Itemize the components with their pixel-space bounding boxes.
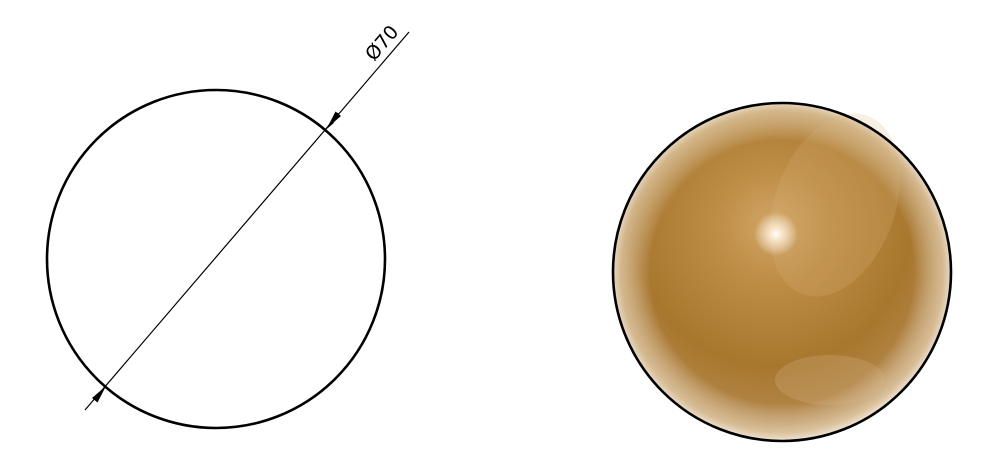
sphere-view [611, 101, 953, 443]
sphere-highlight [754, 212, 798, 256]
sphere-lower-reflection [775, 355, 885, 405]
circle-view: Ø70 [45, 21, 410, 430]
sphere-outline [611, 101, 953, 443]
diameter-dimension-line [84, 31, 410, 411]
diameter-label: Ø70 [361, 21, 403, 65]
dimension-arrowhead-lower [92, 386, 106, 403]
dimension-arrowhead-upper-shape [327, 111, 341, 128]
sphere-rim-light [613, 103, 951, 441]
sphere-soft-reflection [769, 113, 901, 297]
circle-outline [45, 88, 387, 430]
